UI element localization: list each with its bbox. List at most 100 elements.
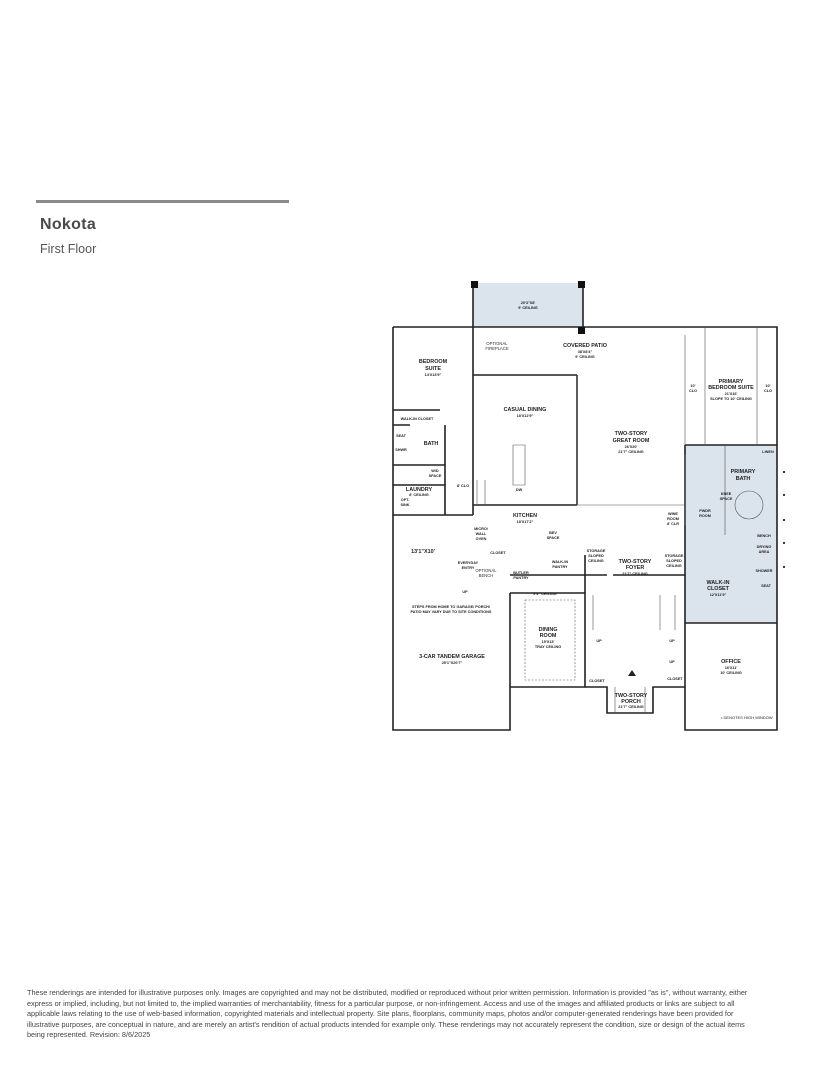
patio-ext-dim: 20'3"X8' [521, 301, 536, 305]
foyer-label-1: TWO-STORY [619, 559, 652, 565]
storage-left-2: SLOPED [588, 554, 604, 558]
primary-suite-ceiling: SLOPE TO 10' CEILING [710, 397, 752, 401]
entry-arrow [628, 670, 636, 676]
wine-room-3: 8' CLR [667, 522, 679, 526]
up-label-1: UP [462, 590, 468, 594]
walkin-primary-label-2: CLOSET [707, 586, 730, 592]
office-label: OFFICE [721, 659, 741, 665]
casual-dining-dim: 18'X12'9" [517, 414, 534, 418]
shower-label: SHOWER [755, 569, 772, 573]
porch-ceiling: 21'7" CEILING [618, 705, 644, 709]
laundry-ceiling: 8' CEILING [409, 493, 429, 497]
porch-label-1: TWO-STORY [615, 693, 648, 699]
great-room-label-2: GREAT ROOM [613, 438, 650, 444]
kitchen-label: KITCHEN [513, 513, 537, 519]
optional-bench-2: BENCH [479, 573, 494, 578]
closet-right-label: CLOSET [667, 677, 683, 681]
floor-label: First Floor [40, 242, 97, 256]
great-room-dim: 26'X20' [625, 445, 638, 449]
opt-sink-1: OPT. [401, 498, 409, 502]
plan-title: Nokota [40, 216, 97, 233]
primary-suite-label-2: BEDROOM SUITE [708, 385, 754, 391]
header-rule [36, 200, 289, 203]
dining-room-label-1: DINING [539, 627, 558, 633]
storage-left-3: CEILING [588, 559, 603, 563]
walkin-pantry-1: WALK-IN [552, 560, 568, 564]
drying-2: AREA [759, 550, 770, 554]
dw-label: DW [516, 488, 523, 492]
patio-post-tl [471, 281, 478, 288]
patio-ext-ceiling: 9' CEILING [518, 306, 538, 310]
storage-right-1: STORAGE [665, 554, 684, 558]
seat-label: SEAT [396, 434, 407, 438]
clo-left-1: 10' [690, 384, 695, 388]
optional-fireplace-2: FIREPLACE [485, 346, 508, 351]
wd-space-2: SPACE [429, 474, 442, 478]
storage-left-1: STORAGE [587, 549, 606, 553]
butler-pantry-2: PANTRY [513, 576, 529, 580]
casual-dining-label: CASUAL DINING [504, 407, 547, 413]
covered-patio-dim: 38'X8'4" [578, 350, 593, 354]
covered-patio-ceiling: 9' CEILING [575, 355, 595, 359]
garage-dim: 25'1"X20'7" [442, 661, 463, 665]
patio-posts [471, 281, 585, 334]
up-label-4: UP [669, 660, 675, 664]
shwr-label: SHWR [395, 448, 407, 452]
primary-bath-label-2: BATH [736, 476, 751, 482]
primary-bath-label-1: PRIMARY [731, 469, 756, 475]
garage-top-dim: 13'1"X10' [411, 549, 435, 555]
wd-space-1: W/D [431, 469, 439, 473]
foyer-label-2: FOYER [626, 565, 645, 571]
optional-bench-1: OPTIONAL [475, 568, 497, 573]
office-ceiling: 10' CEILING [720, 671, 742, 675]
seat2-label: SEAT [761, 584, 772, 588]
pwdr-2: ROOM [699, 514, 711, 518]
primary-suite-dim: 21'X16' [725, 392, 738, 396]
knee-space-2: SPACE [720, 497, 733, 501]
high-window-note: • DENOTES HIGH WINDOW [721, 715, 773, 720]
clo-right-2: CLO [764, 389, 772, 393]
legal-disclaimer: These renderings are intended for illust… [27, 988, 748, 1039]
drying-1: DRYING [757, 545, 772, 549]
bedroom-suite-label-2: SUITE [425, 366, 441, 372]
bev-space-1: BEV [549, 531, 557, 535]
storage-right-2: SLOPED [666, 559, 682, 563]
primary-suite-label-1: PRIMARY [719, 379, 744, 385]
foyer-ceiling: 21'7" CEILING [622, 572, 648, 576]
micro-2: WALL [476, 532, 487, 536]
linen-label: LINEN [762, 450, 774, 454]
closet-left-label: CLOSET [589, 679, 605, 683]
micro-1: MICRO/ [474, 527, 489, 531]
high-window-dots [782, 470, 786, 569]
everyday-entry-2: ENTRY [462, 566, 475, 570]
dining-room-dim: 15'X13' [542, 640, 555, 644]
clo-right-1: 10' [765, 384, 770, 388]
walkin-primary-label-1: WALK-IN [706, 580, 729, 586]
up-label-3: UP [669, 639, 675, 643]
dining-room-ceiling: TRAY CEILING [535, 645, 561, 649]
micro-3: OVEN [476, 537, 487, 541]
great-room-ceiling: 21'7" CEILING [618, 450, 644, 454]
everyday-entry-1: EVERYDAY [458, 561, 479, 565]
kitchen-dim: 18'X17'2" [517, 520, 534, 524]
bedroom-suite-label-1: BEDROOM [419, 359, 448, 365]
butler-pantry-1: BUTLER [513, 571, 529, 575]
closet-kitchen-label: CLOSET [490, 551, 506, 555]
storage-right-3: CEILING [666, 564, 681, 568]
dining-room-label-2: ROOM [540, 633, 557, 639]
opt-sink-2: SINK [400, 503, 409, 507]
highlight-areas [473, 283, 777, 623]
great-room-label-1: TWO-STORY [615, 431, 648, 437]
up-label-2: UP [596, 639, 602, 643]
interior-lines [476, 327, 764, 713]
patio-post-tr [578, 281, 585, 288]
steps-note-2: PATIO MAY VARY DUE TO SITE CONDITIONS [411, 610, 492, 614]
room-labels: 20'3"X8' 9' CEILING COVERED PATIO 38'X8'… [395, 301, 774, 720]
clo-left-2: CLO [689, 389, 697, 393]
primary-bath-area [685, 445, 777, 535]
bev-space-2: SPACE [547, 536, 560, 540]
ceiling-94-label: 9'4" CEILING [533, 592, 556, 596]
wine-room-1: WINE [668, 512, 678, 516]
floor-plan: 20'3"X8' 9' CEILING COVERED PATIO 38'X8'… [385, 275, 795, 735]
walkin-closet-bed-label: WALK-IN CLOSET [401, 417, 434, 421]
